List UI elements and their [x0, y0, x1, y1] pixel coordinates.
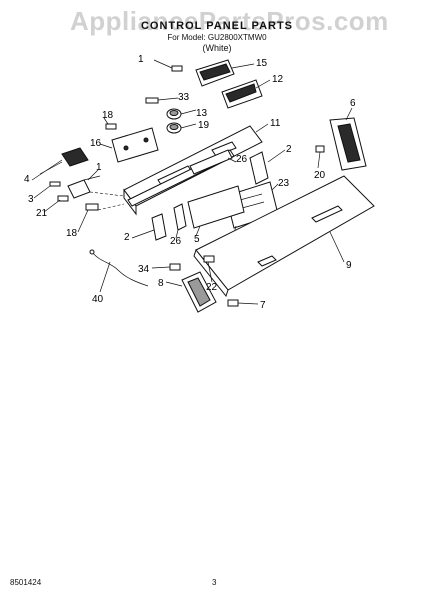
diagram-title: CONTROL PANEL PARTS [140, 20, 294, 32]
part-18-clip-upper [105, 123, 117, 130]
part-33-screw-icon [145, 97, 159, 104]
callout-7: 7 [260, 300, 266, 311]
callout-9: 9 [346, 260, 352, 271]
part-26-overlay-strip [189, 149, 233, 175]
part-3-screw-lower-icon [49, 181, 61, 187]
leader-lines [31, 59, 353, 305]
callout-40: 40 [92, 294, 104, 305]
callout-21: 21 [36, 208, 48, 219]
part-6-end-cap [329, 117, 367, 171]
callout-labels: 1 15 12 33 13 18 19 6 11 16 2 26 1 20 4 … [24, 54, 356, 311]
part-1-switch [67, 175, 101, 199]
part-2-spacer-left [151, 213, 167, 241]
part-20-screw-icon [315, 145, 325, 153]
part-13-knob [166, 108, 182, 120]
callout-1: 1 [96, 162, 102, 173]
callout-5: 5 [194, 234, 200, 245]
part-9-console-panel-icon [193, 175, 375, 298]
part-12-bracket [221, 79, 263, 109]
callout-13: 13 [196, 108, 208, 119]
callout-20: 20 [314, 170, 326, 181]
part-8-end-cap-left [181, 271, 217, 313]
callout-11: 11 [270, 118, 281, 129]
callout-3-lower: 3 [28, 194, 34, 205]
part-22-screw-icon [203, 255, 215, 263]
callout-16: 16 [90, 138, 102, 149]
callout-2-right: 2 [286, 144, 292, 155]
part-40-wire [89, 249, 149, 287]
callout-8: 8 [158, 278, 164, 289]
callout-23: 23 [278, 178, 290, 189]
callout-19: 19 [198, 120, 210, 131]
part-18-clip-lower [85, 203, 99, 211]
callout-34: 34 [138, 264, 150, 275]
callout-2-left: 2 [124, 232, 130, 243]
part-2-spacer-right [249, 151, 269, 185]
part-7-screw-icon [227, 299, 239, 307]
part-16-control-board-icon [111, 127, 159, 163]
document-number: 8501424 [10, 578, 42, 587]
callout-4: 4 [24, 174, 30, 185]
part-19-knob [166, 122, 182, 134]
part-15-trim-piece [195, 59, 235, 87]
callout-12: 12 [272, 74, 284, 85]
callout-26-upper: 26 [236, 154, 248, 165]
callout-18-upper: 18 [102, 110, 114, 121]
callout-15: 15 [256, 58, 268, 69]
callout-18-lower: 18 [66, 228, 78, 239]
callout-3-top: 1 [138, 54, 144, 65]
part-34-screw-icon [169, 263, 181, 271]
model-subtitle: For Model: GU2800XTMW0 [167, 33, 267, 42]
callout-6: 6 [350, 98, 356, 109]
part-26-strip-left [173, 203, 187, 231]
callout-26-lower: 26 [170, 236, 182, 247]
callout-33: 33 [178, 92, 190, 103]
part-3-screw-icon [171, 65, 183, 72]
color-variant: (White) [202, 43, 232, 53]
watermark-logo: AppliancePartsPros.com [70, 6, 389, 36]
part-5-panel [187, 185, 245, 229]
page-number: 3 [212, 578, 217, 587]
part-21-clip [57, 195, 69, 202]
callout-22: 22 [206, 282, 218, 293]
